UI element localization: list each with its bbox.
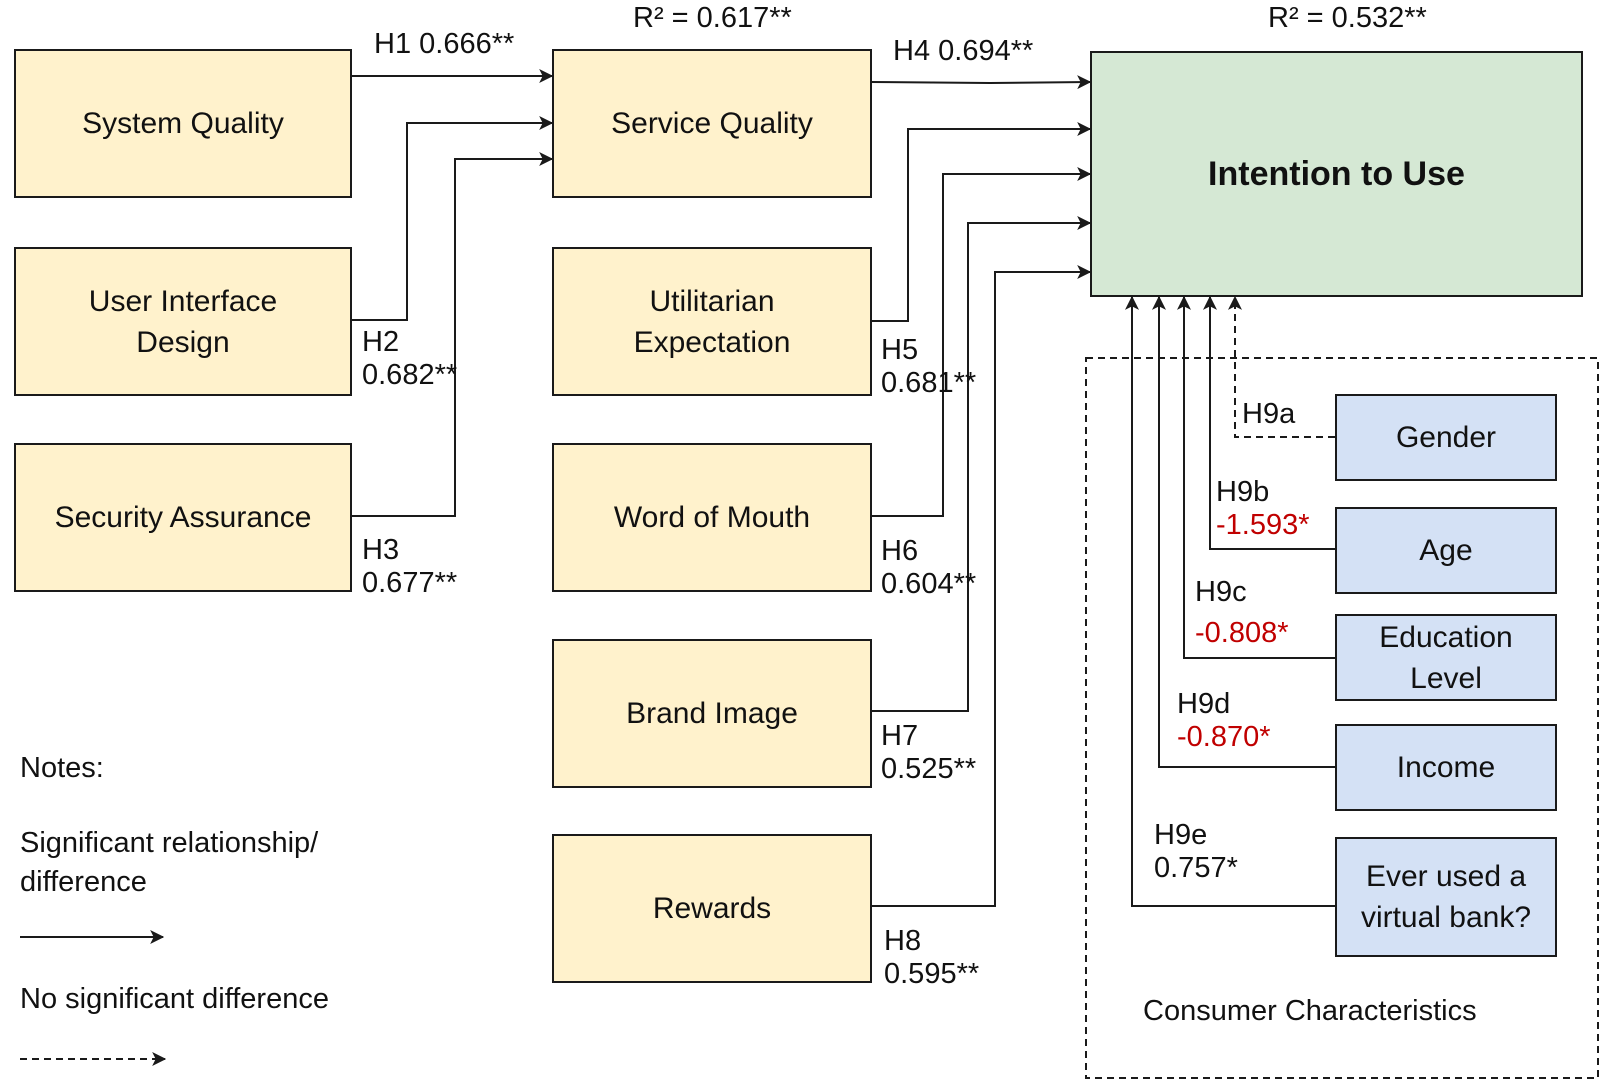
path-h9c — [1177, 295, 1335, 659]
path-value-h9c: -0.808* — [1195, 617, 1289, 650]
path-value: 0.604** — [881, 568, 977, 600]
path-id: H2 — [362, 326, 400, 358]
path-label-h9b: H9b -1.593* — [1216, 476, 1310, 542]
consumer-characteristics-label: Consumer Characteristics — [1143, 995, 1477, 1027]
path-value: 0.666** — [419, 28, 515, 60]
legend-significant-label: Significant relationship/ difference — [20, 827, 319, 898]
node-age: Age — [1335, 507, 1557, 594]
node-income: Income — [1335, 724, 1557, 811]
path-h5 — [870, 122, 1092, 322]
path-id: H5 — [881, 334, 919, 366]
path-value: 0.525** — [881, 753, 977, 785]
path-label-h9a: H9a — [1242, 398, 1295, 431]
path-id: H9a — [1242, 398, 1296, 430]
path-h9e — [1125, 295, 1335, 907]
node-rewards: Rewards — [552, 834, 872, 983]
path-id: H9b — [1216, 476, 1270, 508]
path-id: H9e — [1154, 819, 1208, 851]
path-id: H7 — [881, 720, 919, 752]
path-value: -1.593* — [1216, 509, 1310, 541]
path-h2 — [350, 116, 554, 321]
path-id: H9c — [1195, 576, 1247, 608]
node-ui-design: User Interface Design — [14, 247, 352, 396]
path-label-h2: H2 0.682** — [362, 326, 457, 392]
path-id: H4 — [893, 35, 931, 67]
node-security-assurance: Security Assurance — [14, 443, 352, 592]
path-label-h5: H5 0.681** — [881, 334, 976, 400]
path-label-h3: H3 0.677** — [362, 534, 457, 600]
path-id: H6 — [881, 535, 919, 567]
path-label-h9d: H9d -0.870* — [1177, 688, 1271, 754]
path-h7 — [870, 216, 1092, 712]
path-label-h9e: H9e 0.757* — [1154, 819, 1238, 885]
path-label-h7: H7 0.525** — [881, 720, 976, 786]
node-education-level: Education Level — [1335, 614, 1557, 701]
path-id: H9d — [1177, 688, 1231, 720]
path-value: 0.677** — [362, 567, 458, 599]
consumer-group-border — [1085, 357, 1599, 1079]
path-value: 0.595** — [884, 958, 980, 990]
path-value: -0.870* — [1177, 721, 1271, 753]
path-h6 — [870, 167, 1092, 517]
path-label-h8: H8 0.595** — [884, 925, 979, 991]
r-squared-intention: R² = 0.532** — [1268, 2, 1427, 34]
path-h9d — [1152, 295, 1335, 768]
path-id: H1 — [374, 28, 412, 60]
path-value: 0.757* — [1154, 852, 1238, 884]
notes-title: Notes: — [20, 752, 104, 784]
node-utilitarian-expectation: Utilitarian Expectation — [552, 247, 872, 396]
path-label-h9c: H9c — [1195, 576, 1247, 609]
node-intention-to-use: Intention to Use — [1090, 51, 1583, 297]
path-label-h6: H6 0.604** — [881, 535, 976, 601]
node-service-quality: Service Quality — [552, 49, 872, 198]
path-h9b — [1203, 295, 1335, 550]
path-h9a — [1228, 295, 1335, 438]
node-system-quality: System Quality — [14, 49, 352, 198]
node-ever-used-virtual-bank: Ever used a virtual bank? — [1335, 837, 1557, 957]
path-label-h4: H4 0.694** — [893, 35, 1033, 68]
path-value: 0.682** — [362, 359, 458, 391]
path-value: -0.808* — [1195, 617, 1289, 649]
path-label-h1: H1 0.666** — [374, 28, 514, 61]
legend-not-significant-label: No significant difference — [20, 983, 329, 1015]
path-h4 — [869, 75, 1092, 90]
node-word-of-mouth: Word of Mouth — [552, 443, 872, 592]
path-id: H3 — [362, 534, 400, 566]
path-id: H8 — [884, 925, 922, 957]
path-value: 0.694** — [938, 35, 1034, 67]
node-brand-image: Brand Image — [552, 639, 872, 788]
path-value: 0.681** — [881, 367, 977, 399]
node-gender: Gender — [1335, 394, 1557, 481]
path-h3 — [350, 152, 554, 517]
r-squared-service-quality: R² = 0.617** — [633, 2, 792, 34]
path-h8 — [870, 265, 1092, 907]
